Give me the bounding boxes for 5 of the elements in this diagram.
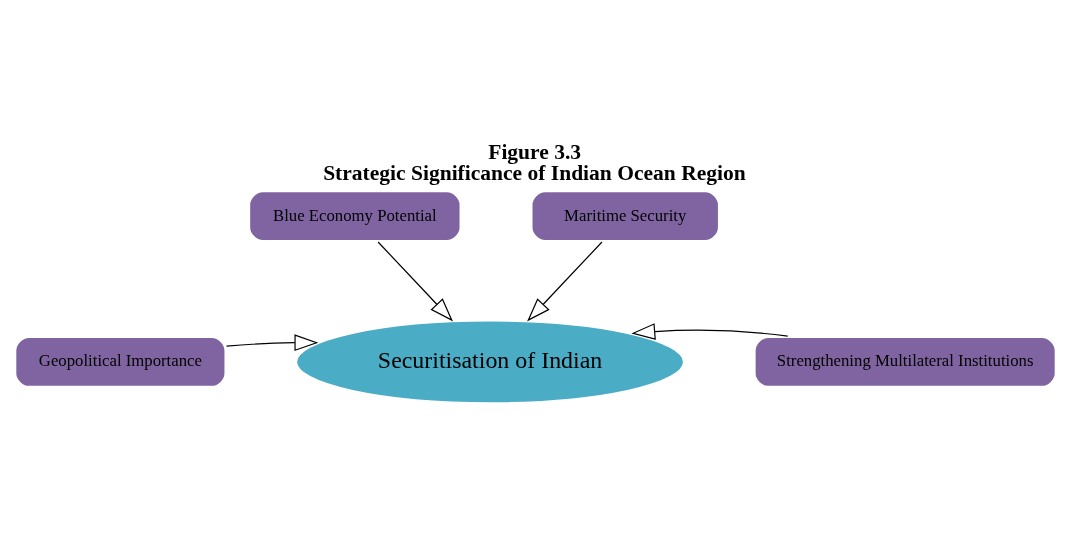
arrow bbox=[527, 241, 603, 322]
arrow bbox=[225, 334, 319, 352]
arrow bbox=[631, 323, 789, 340]
arrow bbox=[377, 241, 454, 322]
diagram-title: Figure 3.3 bbox=[488, 139, 582, 164]
